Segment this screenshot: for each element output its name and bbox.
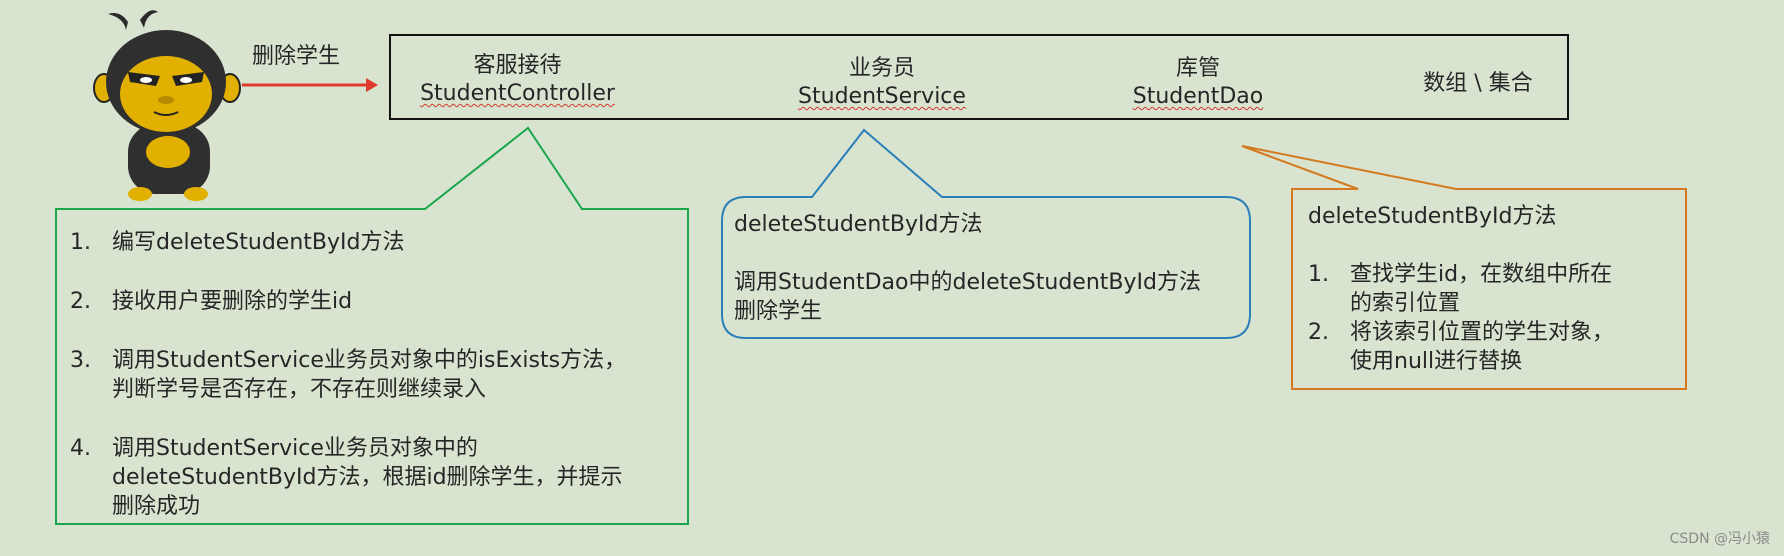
dao-box-title: deleteStudentById方法 bbox=[1308, 204, 1557, 229]
arrow-head bbox=[366, 78, 378, 92]
service-box-text: deleteStudentById方法 调用StudentDao中的delete… bbox=[734, 210, 1239, 326]
controller-step-3: 3. 调用StudentService业务员对象中的isExists方法， 判断… bbox=[70, 348, 627, 402]
controller-step-1: 1. 编写deleteStudentById方法 bbox=[70, 230, 405, 255]
role-service-title: 业务员 bbox=[848, 56, 915, 81]
controller-step-4: 4. 调用StudentService业务员对象中的 deleteStudent… bbox=[70, 436, 623, 519]
watermark: CSDN @冯小猿 bbox=[1669, 531, 1770, 547]
role-dao-name: StudentDao bbox=[1132, 84, 1264, 109]
dao-step-1: 1. 查找学生id，在数组中所在 的索引位置 bbox=[1308, 262, 1613, 316]
service-callout bbox=[721, 128, 1251, 339]
service-box-line-2: 删除学生 bbox=[734, 299, 823, 324]
role-controller: 客服接待 StudentController bbox=[400, 52, 635, 108]
controller-steps: 1. 编写deleteStudentById方法 2. 接收用户要删除的学生id… bbox=[70, 228, 680, 521]
role-storage-name: 数组 \ 集合 bbox=[1423, 71, 1533, 96]
role-dao-title: 库管 bbox=[1175, 56, 1220, 81]
controller-step-2: 2. 接收用户要删除的学生id bbox=[70, 289, 353, 314]
service-box-line-1: 调用StudentDao中的deleteStudentById方法 bbox=[734, 270, 1201, 295]
service-box-title: deleteStudentById方法 bbox=[734, 212, 983, 237]
role-storage: 数组 \ 集合 bbox=[1408, 70, 1548, 98]
monkey-mascot bbox=[93, 10, 241, 201]
role-dao: 库管 StudentDao bbox=[1118, 55, 1278, 111]
role-service-name: StudentService bbox=[798, 84, 966, 109]
role-controller-title: 客服接待 bbox=[473, 53, 562, 78]
dao-step-2: 2. 将该索引位置的学生对象， 使用null进行替换 bbox=[1308, 320, 1615, 374]
role-controller-name: StudentController bbox=[420, 81, 615, 106]
role-service: 业务员 StudentService bbox=[782, 55, 982, 111]
roles-box bbox=[389, 34, 1569, 120]
arrow-label: 删除学生 bbox=[252, 44, 341, 69]
dao-callout bbox=[1241, 145, 1687, 390]
dao-box-text: deleteStudentById方法 1. 查找学生id，在数组中所在 的索引… bbox=[1308, 202, 1678, 376]
controller-callout bbox=[55, 126, 689, 525]
